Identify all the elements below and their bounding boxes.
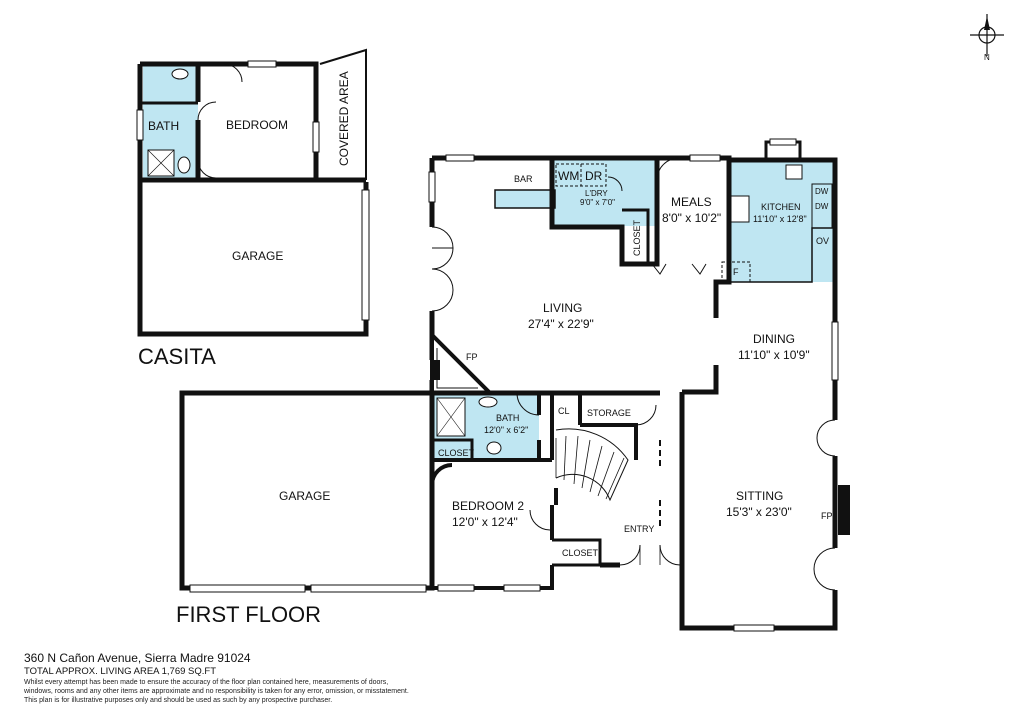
bedroom2-dim: 12'0" x 12'4"	[452, 515, 518, 529]
kitchen-dim: 11'10" x 12'8"	[753, 214, 807, 224]
living-label: LIVING	[543, 301, 582, 315]
casita-garage-label: GARAGE	[232, 249, 283, 263]
kitchen-label: KITCHEN	[761, 202, 801, 212]
closet-bath-label: CLOSET	[438, 448, 475, 458]
dining-label: DINING	[753, 332, 795, 346]
total-living-area: TOTAL APPROX. LIVING AREA 1,769 SQ.FT	[24, 666, 217, 677]
living-fireplace-label: FP	[466, 352, 478, 362]
property-address: 360 N Cañon Avenue, Sierra Madre 91024	[24, 651, 251, 665]
bath-label: BATH	[496, 413, 519, 423]
storage-label: STORAGE	[587, 408, 631, 418]
bath-dim: 12'0" x 6'2"	[484, 425, 528, 435]
sitting-label: SITTING	[736, 489, 783, 503]
dishwasher-label-2: DW	[815, 202, 829, 211]
disclaimer-line-1: Whilst every attempt has been made to en…	[24, 679, 389, 686]
meals-label: MEALS	[671, 195, 712, 209]
dishwasher-label-1: DW	[815, 187, 829, 196]
bar-label: BAR	[514, 174, 533, 184]
garage-label: GARAGE	[279, 489, 330, 503]
casita-plan	[136, 48, 370, 337]
fridge-label: F	[733, 267, 739, 277]
dryer-label: DR	[585, 169, 603, 183]
casita-covered-area-label: COVERED AREA	[337, 71, 351, 166]
casita-bedroom-label: BEDROOM	[226, 118, 288, 132]
laundry-label: L'DRY	[585, 189, 608, 198]
closet-vertical-label: CLOSET	[632, 219, 642, 256]
compass-icon	[970, 14, 1004, 56]
laundry-dim: 9'0" x 7'0"	[580, 198, 615, 207]
sitting-dim: 15'3" x 23'0"	[726, 505, 792, 519]
dining-dim: 11'10" x 10'9"	[738, 348, 810, 362]
footer: 360 N Cañon Avenue, Sierra Madre 91024 T…	[24, 651, 624, 705]
casita-title: CASITA	[138, 344, 216, 369]
first-floor-plan	[179, 138, 850, 632]
closet-bedroom-label: CLOSET	[562, 548, 599, 558]
bedroom2-label: BEDROOM 2	[452, 499, 524, 513]
washer-label: WM	[558, 169, 579, 183]
sitting-fireplace-label: FP	[821, 511, 833, 521]
oven-label: OV	[816, 236, 829, 246]
cl-label: CL	[558, 406, 570, 416]
casita-bath-label: BATH	[148, 119, 179, 133]
compass-north-label: N	[984, 53, 990, 62]
disclaimer-line-2: windows, rooms and any other items are a…	[24, 688, 409, 695]
disclaimer-line-3: This plan is for illustrative purposes o…	[24, 697, 333, 704]
first-floor-title: FIRST FLOOR	[176, 602, 321, 627]
living-dim: 27'4" x 22'9"	[528, 317, 594, 331]
meals-dim: 8'0" x 10'2"	[662, 211, 721, 225]
entry-label: ENTRY	[624, 524, 654, 534]
